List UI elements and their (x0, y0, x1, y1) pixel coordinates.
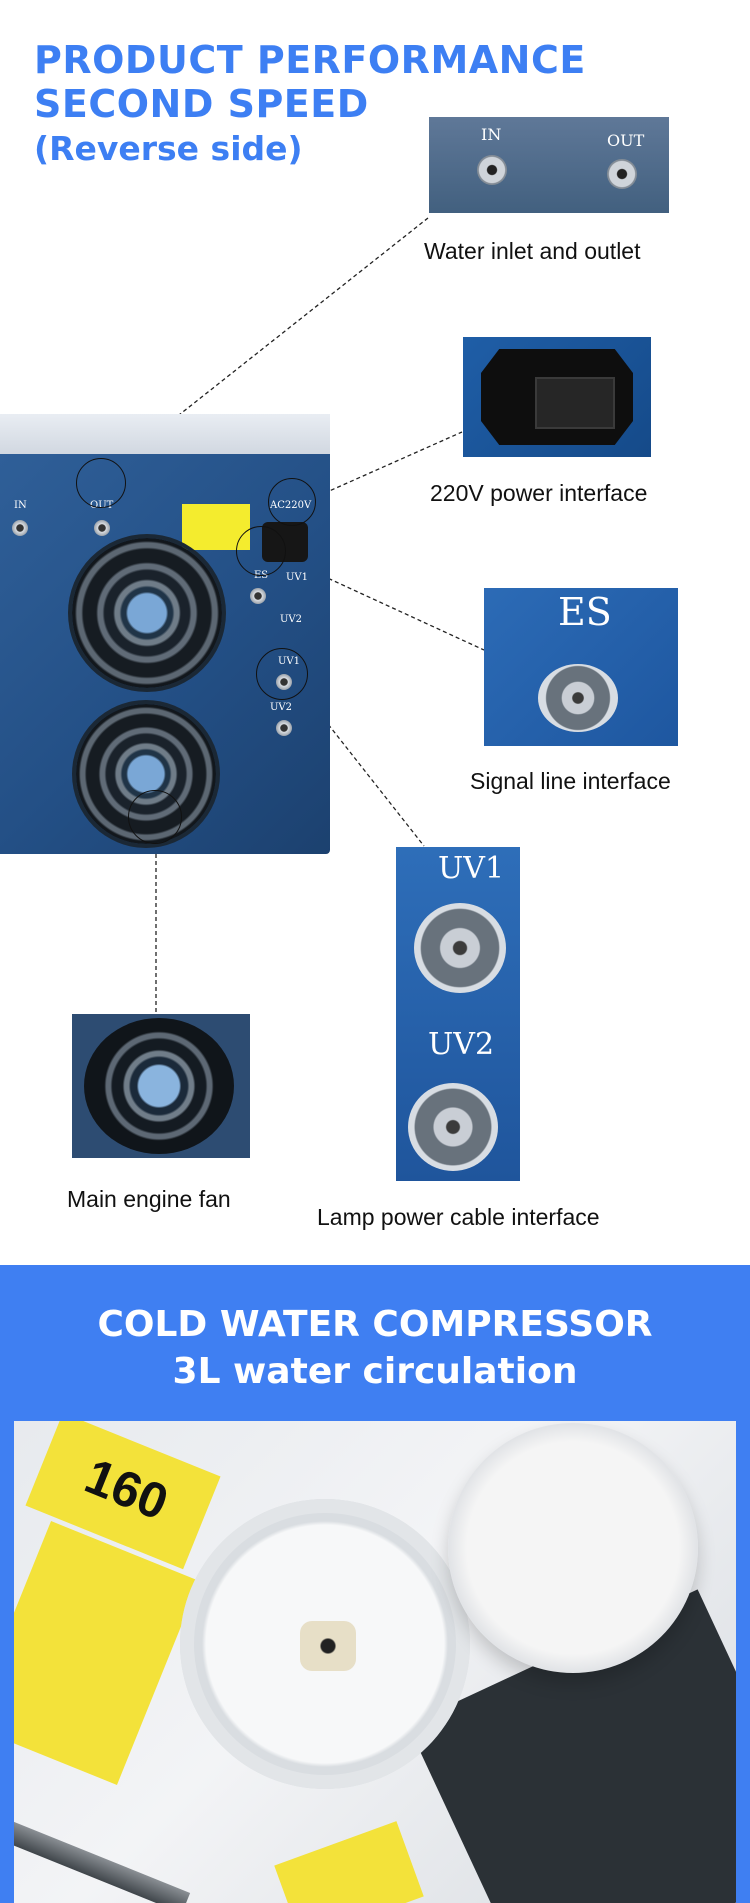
machine-water-inlet (12, 520, 28, 536)
outlet-fitting (607, 159, 637, 189)
photo-label-uv1: UV1 (438, 851, 505, 886)
machine-top-panel (0, 414, 330, 458)
lamp-interface-photo: UV1 UV2 (396, 847, 520, 1181)
highlight-circle-power (268, 478, 316, 526)
title-line-2: SECOND SPEED (34, 82, 369, 126)
water-inlet-outlet-photo: IN OUT (429, 117, 669, 213)
tank-number-text: 160 (77, 1447, 176, 1531)
photo-label-uv2: UV2 (428, 1027, 495, 1062)
inlet-fitting (477, 155, 507, 185)
tank-drain-nozzle (300, 1621, 356, 1671)
compressor-title: COLD WATER COMPRESSOR 3L water circulati… (0, 1301, 750, 1395)
tank-lid (448, 1423, 698, 1673)
highlight-circle-fan (128, 790, 182, 844)
compressor-title-line-2: 3L water circulation (172, 1351, 578, 1392)
product-performance-section: PRODUCT PERFORMANCE SECOND SPEED (Revers… (0, 38, 678, 1230)
caption-signal-interface: Signal line interface (470, 768, 671, 794)
highlight-circle-water (76, 458, 126, 508)
section-title: PRODUCT PERFORMANCE SECOND SPEED (Revers… (34, 38, 586, 172)
power-socket-inner (535, 377, 615, 429)
photo-label-out: OUT (607, 131, 645, 150)
machine-uv2-port (276, 720, 292, 736)
tank-pipe (14, 1810, 191, 1903)
caption-power-interface: 220V power interface (430, 480, 648, 506)
machine-fan-upper (72, 538, 222, 688)
photo-label-es: ES (558, 590, 612, 634)
highlight-circle-signal (236, 526, 286, 576)
main-fan-grille (84, 1018, 234, 1154)
power-socket (481, 349, 633, 445)
photo-label-in: IN (481, 125, 502, 144)
title-line-1: PRODUCT PERFORMANCE (34, 38, 586, 82)
machine-water-outlet (94, 520, 110, 536)
machine-label-uv2: UV2 (270, 702, 293, 713)
machine-rear-panel: IN OUT AC220V ES UV1 UV2 UV1 UV2 (0, 454, 330, 854)
power-interface-photo (463, 337, 651, 457)
machine-label-uv2-top: UV2 (280, 614, 303, 625)
machine-label-in: IN (14, 500, 27, 511)
compressor-section: COLD WATER COMPRESSOR 3L water circulati… (0, 1265, 750, 1903)
main-fan-photo (72, 1014, 250, 1158)
uv2-connector (408, 1083, 498, 1171)
caption-lamp-interface: Lamp power cable interface (317, 1204, 600, 1230)
machine-label-uv1-top: UV1 (286, 572, 309, 583)
signal-interface-photo: ES (484, 588, 678, 746)
machine-signal-port (250, 588, 266, 604)
compressor-title-line-1: COLD WATER COMPRESSOR (97, 1304, 653, 1345)
tank-bottom-sticker (274, 1821, 424, 1903)
caption-main-fan: Main engine fan (67, 1186, 231, 1212)
caption-water-inlet-outlet: Water inlet and outlet (424, 238, 641, 264)
highlight-circle-lamp (256, 648, 308, 700)
water-tank-photo: 160 (14, 1421, 736, 1903)
chiller-machine-image: IN OUT AC220V ES UV1 UV2 UV1 UV2 (0, 414, 330, 854)
title-subtitle: (Reverse side) (34, 129, 303, 168)
uv1-connector (414, 903, 506, 993)
signal-connector (538, 664, 618, 732)
